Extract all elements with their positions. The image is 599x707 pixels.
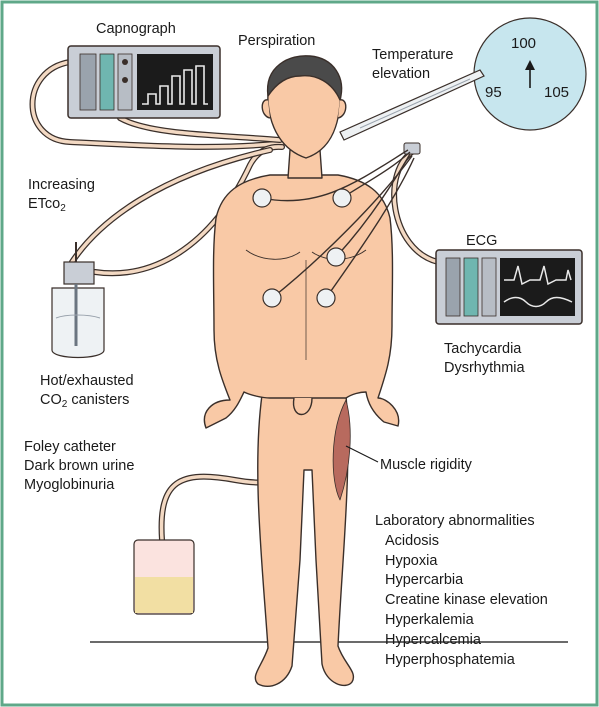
etco2-main: ETco [28,196,60,212]
dysrhythmia-label: Dysrhythmia [444,359,525,378]
lab-item-hypoxia: Hypoxia [375,552,548,572]
canister-line-1: Hot/exhausted [40,372,134,391]
muscle-rigidity-label: Muscle rigidity [380,456,472,475]
etco2-label: Increasing ETco2 [28,176,95,218]
lab-item-hypercarbia: Hypercarbia [375,571,548,591]
foley-label: Foley catheter Dark brown urine Myoglobi… [24,438,134,495]
foley-line-1: Foley catheter [24,438,134,457]
ecg-label: ECG [466,232,497,251]
lab-item-acidosis: Acidosis [375,532,548,552]
canister-label: Hot/exhausted CO2 canisters [40,372,134,414]
lab-item-hyperkalemia: Hyperkalemia [375,611,548,631]
ecg-findings: Tachycardia Dysrhythmia [444,340,525,378]
co2-canister [52,242,104,358]
foley-line-2: Dark brown urine [24,457,134,476]
foley-line-3: Myoglobinuria [24,476,134,495]
dial-95: 95 [485,85,502,101]
dial-105: 105 [544,85,569,101]
dial-100: 100 [511,36,536,52]
lab-item-hypercalcemia: Hypercalcemia [375,631,548,651]
etco2-sub: 2 [60,203,66,214]
patient-figure [204,56,398,686]
lab-abnormalities: Laboratory abnormalities Acidosis Hypoxi… [375,512,548,670]
tachycardia-label: Tachycardia [444,340,525,359]
ecg-cable [394,143,438,262]
lab-heading: Laboratory abnormalities [375,512,548,532]
canister-co: CO [40,392,62,408]
temperature-line-1: Temperature [372,46,453,65]
lab-item-creatine-kinase: Creatine kinase elevation [375,591,548,611]
capnograph-label: Capnograph [96,20,176,39]
capnograph-monitor [68,46,220,118]
lab-item-hyperphosphatemia: Hyperphosphatemia [375,651,548,671]
temperature-line-2: elevation [372,65,453,84]
etco2-line-1: Increasing [28,176,95,195]
ecg-monitor [436,250,582,324]
temperature-label: Temperature elevation [372,46,453,84]
perspiration-label: Perspiration [238,32,315,51]
canister-rest: canisters [67,392,129,408]
muscle-leader-line [346,446,378,462]
